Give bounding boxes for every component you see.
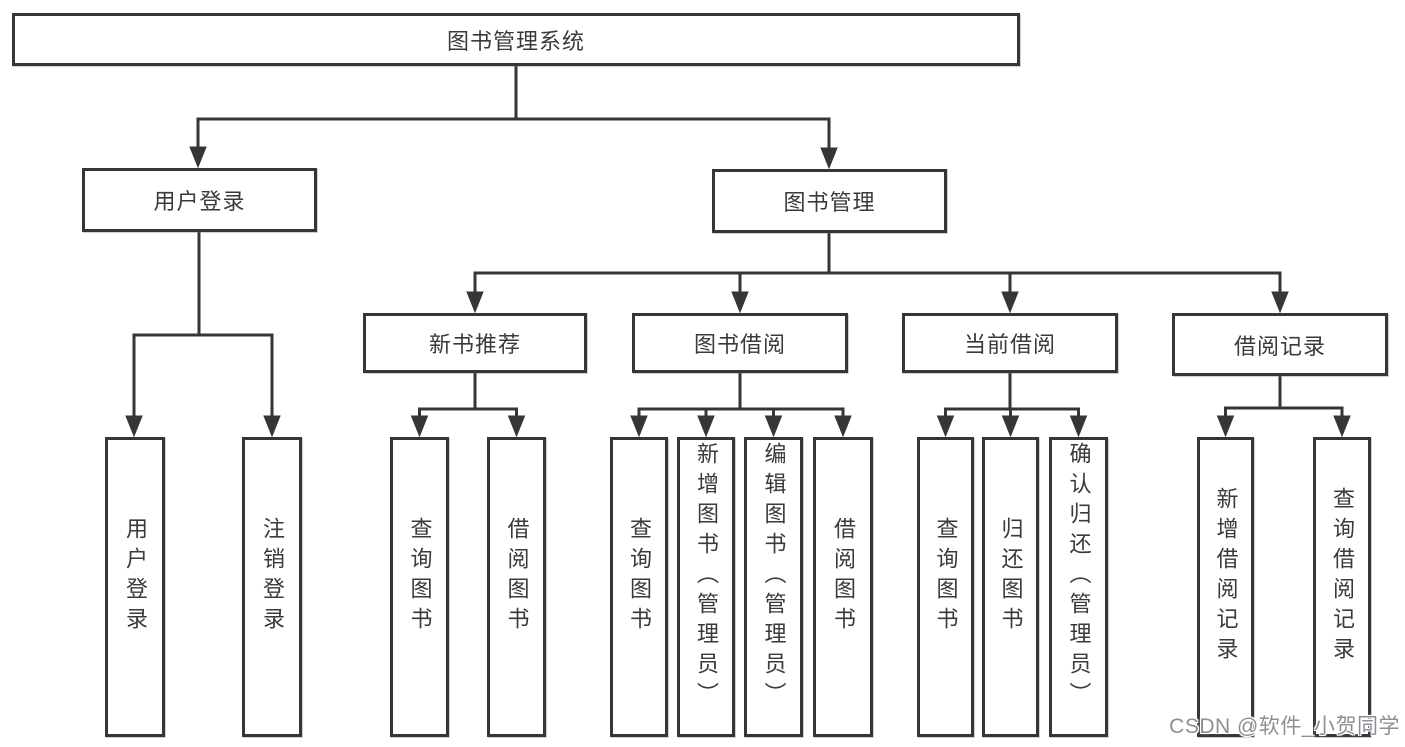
leaf-user-login: 用户登录 [105,437,165,737]
node-library-management-system: 图书管理系统 [12,13,1020,66]
csdn-watermark: CSDN @软件_小贺同学 [1169,715,1400,738]
leaf-records-query-record: 查询借阅记录 [1313,437,1371,737]
leaf-borrowing-edit-books-admin: 编辑图书（管理员） [744,437,803,737]
leaf-logout: 注销登录 [242,437,302,737]
leaf-borrowing-add-books-admin: 新增图书（管理员） [677,437,735,737]
connector-records-to-leaves [1216,375,1351,438]
leaf-current-return-books: 归还图书 [982,437,1039,737]
leaf-borrowing-borrow-books: 借阅图书 [813,437,873,737]
node-current-borrowing: 当前借阅 [902,313,1118,373]
connector-borrowing-to-leaves [630,373,852,438]
leaf-recommend-borrow-books: 借阅图书 [487,437,546,737]
connector-bookmgmt-to-level3 [466,233,1289,314]
node-user-login: 用户登录 [82,168,317,232]
leaf-current-query-books: 查询图书 [917,437,974,737]
connector-current-to-leaves [936,373,1088,438]
node-book-management: 图书管理 [712,169,947,233]
connector-recommend-to-leaves [410,373,526,438]
node-borrowing-records: 借阅记录 [1172,313,1388,376]
leaf-borrowing-query-books: 查询图书 [610,437,668,737]
leaf-records-add-record: 新增借阅记录 [1197,437,1254,737]
node-book-borrowing: 图书借阅 [632,313,848,373]
leaf-recommend-query-books: 查询图书 [390,437,449,737]
leaf-current-confirm-return-admin: 确认归还（管理员） [1049,437,1108,737]
connector-login-to-leaves [125,232,281,438]
connector-root-to-level2 [189,66,838,170]
node-new-book-recommendation: 新书推荐 [363,313,587,373]
